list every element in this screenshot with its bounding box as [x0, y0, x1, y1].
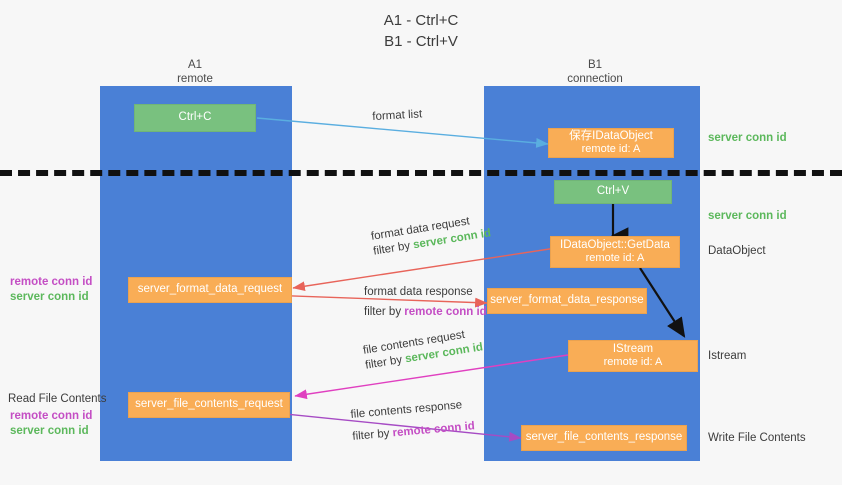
- label-filter-remote-conn-2: filter by remote conn id: [352, 419, 476, 445]
- label-write-file-contents: Write File Contents: [708, 432, 806, 444]
- box-istream-line1: IStream: [612, 342, 654, 355]
- label-format-data-response: format data response: [364, 286, 473, 298]
- left-conn-group-top: remote conn id server conn id: [10, 275, 92, 305]
- left-conn-group-bottom: remote conn id server conn id: [10, 409, 92, 439]
- diagram-title: A1 - Ctrl+C B1 - Ctrl+V: [0, 10, 842, 52]
- label-left-server-conn-1: server conn id: [10, 291, 89, 303]
- box-getdata-line2: remote id: A: [585, 252, 645, 264]
- phase-separator: [0, 170, 842, 176]
- box-getdata[interactable]: IDataObject::GetData remote id: A: [550, 236, 680, 268]
- box-server-file-contents-response[interactable]: server_file_contents_response: [521, 425, 687, 451]
- label-format-list: format list: [372, 108, 423, 123]
- label-format-data-request-group: format data request filter by server con…: [370, 211, 492, 259]
- title-line-1: A1 - Ctrl+C: [383, 12, 459, 29]
- label-dataobject: DataObject: [708, 245, 766, 257]
- label-left-remote-conn-2: remote conn id: [10, 410, 93, 422]
- box-istream[interactable]: IStream remote id: A: [568, 340, 698, 372]
- column-header-a1: A1 remote: [130, 58, 260, 86]
- box-ctrl-c-label: Ctrl+C: [178, 111, 212, 124]
- remote-conn-id-text-1: remote conn id: [404, 306, 487, 318]
- box-server-format-data-response-label: server_format_data_response: [490, 294, 644, 307]
- column-a1-name: A1: [187, 59, 203, 71]
- filter-by-text-4: filter by: [352, 427, 390, 443]
- label-file-contents-response: file contents response: [350, 399, 463, 421]
- box-istream-line2: remote id: A: [603, 356, 663, 368]
- label-right-server-conn-mid: server conn id: [708, 210, 787, 222]
- column-b1-name: B1: [587, 59, 603, 71]
- label-format-data-response-group: format data response filter by remote co…: [364, 285, 487, 320]
- label-file-contents-request-group: file contents request filter by server c…: [362, 325, 484, 373]
- box-server-file-contents-response-label: server_file_contents_response: [525, 431, 683, 444]
- title-line-2: B1 - Ctrl+V: [384, 33, 458, 50]
- box-getdata-line1: IDataObject::GetData: [560, 238, 670, 251]
- box-save-idataobject[interactable]: 保存IDataObject remote id: A: [548, 128, 674, 158]
- box-server-file-contents-request[interactable]: server_file_contents_request: [128, 392, 290, 418]
- label-file-contents-response-group: file contents response filter by remote …: [350, 397, 475, 445]
- column-a1-sub: remote: [177, 73, 213, 85]
- label-left-server-conn-2: server conn id: [10, 425, 89, 437]
- column-b1-sub: connection: [567, 73, 623, 85]
- box-ctrl-c[interactable]: Ctrl+C: [134, 104, 256, 132]
- filter-by-text-2: filter by: [364, 306, 402, 318]
- box-server-format-data-request[interactable]: server_format_data_request: [128, 277, 292, 303]
- box-server-format-data-response[interactable]: server_format_data_response: [487, 288, 647, 314]
- box-server-format-data-request-label: server_format_data_request: [137, 283, 283, 296]
- box-server-file-contents-request-label: server_file_contents_request: [135, 398, 283, 411]
- label-istream: Istream: [708, 350, 747, 362]
- column-header-b1: B1 connection: [530, 58, 660, 86]
- box-ctrl-v[interactable]: Ctrl+V: [554, 180, 672, 204]
- label-filter-remote-conn-1: filter by remote conn id: [364, 305, 487, 320]
- remote-conn-id-text-2: remote conn id: [392, 420, 476, 440]
- label-left-remote-conn-1: remote conn id: [10, 276, 93, 288]
- box-save-idataobject-line1: 保存IDataObject: [569, 129, 653, 142]
- label-read-file-contents: Read File Contents: [8, 393, 107, 405]
- label-right-server-conn-top: server conn id: [708, 132, 787, 144]
- box-save-idataobject-line2: remote id: A: [581, 143, 641, 155]
- box-ctrl-v-label: Ctrl+V: [596, 185, 630, 198]
